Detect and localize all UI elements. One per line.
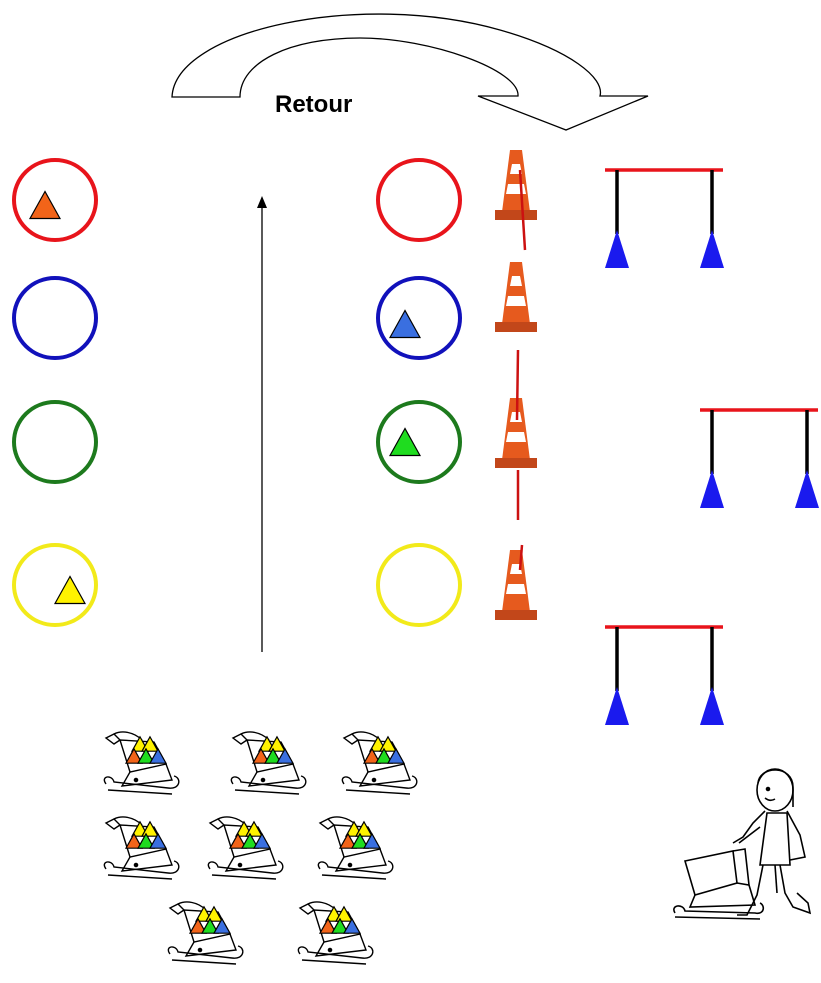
blue-marker-icon — [342, 917, 362, 934]
orange-marker-icon — [251, 747, 271, 764]
orange-marker-icon — [188, 917, 208, 934]
blue-marker-icon — [388, 309, 422, 339]
orange-marker-icon — [318, 917, 338, 934]
left-hoop-green — [12, 400, 98, 484]
orange-marker-icon — [124, 832, 144, 849]
left-hoop-blue — [12, 276, 98, 360]
green-marker-icon — [330, 917, 350, 934]
blue-marker-icon — [386, 747, 406, 764]
sled-with-markers-icon — [317, 816, 394, 880]
cone-column — [495, 150, 537, 620]
blue-marker-icon — [212, 917, 232, 934]
blue-marker-icon — [148, 832, 168, 849]
orange-marker-icon — [228, 832, 248, 849]
direction-arrow — [257, 196, 267, 652]
child-pushing-sled-icon — [673, 768, 812, 920]
right-hoop-green — [376, 400, 462, 484]
green-marker-icon — [136, 747, 156, 764]
return-label: Retour — [275, 91, 352, 118]
sled-group — [103, 731, 418, 965]
orange-marker-icon — [338, 832, 358, 849]
green-marker-icon — [350, 832, 370, 849]
right-hoop-red — [376, 158, 462, 242]
orange-marker-icon — [124, 747, 144, 764]
sled-with-markers-icon — [297, 901, 374, 965]
left-hoop-column — [12, 158, 98, 627]
traffic-cone-icon — [495, 550, 537, 620]
sled-with-markers-icon — [207, 816, 284, 880]
yellow-marker-icon — [53, 575, 87, 605]
traffic-cone-icon — [495, 262, 537, 332]
orange-marker-icon — [362, 747, 382, 764]
left-hoop-yellow — [12, 543, 98, 627]
traffic-cone-icon — [495, 150, 537, 220]
sled-with-markers-icon — [341, 731, 418, 795]
hurdle-icon — [700, 408, 819, 508]
hurdle-icon — [605, 168, 724, 268]
return-arrow: Retour — [171, 13, 649, 131]
green-marker-icon — [388, 427, 422, 457]
blue-marker-icon — [148, 747, 168, 764]
right-hoop-yellow — [376, 543, 462, 627]
sled-with-markers-icon — [230, 731, 307, 795]
sled-with-markers-icon — [167, 901, 244, 965]
blue-marker-icon — [275, 747, 295, 764]
hurdle-icon — [605, 625, 724, 725]
blue-marker-icon — [362, 832, 382, 849]
green-marker-icon — [136, 832, 156, 849]
hurdle-group — [605, 168, 819, 725]
green-marker-icon — [263, 747, 283, 764]
orange-marker-icon — [28, 190, 62, 220]
green-marker-icon — [374, 747, 394, 764]
green-marker-icon — [240, 832, 260, 849]
right-hoop-column — [376, 158, 462, 627]
green-marker-icon — [200, 917, 220, 934]
left-hoop-red — [12, 158, 98, 242]
slalom-ribbon — [515, 169, 527, 571]
sled-with-markers-icon — [103, 816, 180, 880]
blue-marker-icon — [252, 832, 272, 849]
sled-with-markers-icon — [103, 731, 180, 795]
right-hoop-blue — [376, 276, 462, 360]
